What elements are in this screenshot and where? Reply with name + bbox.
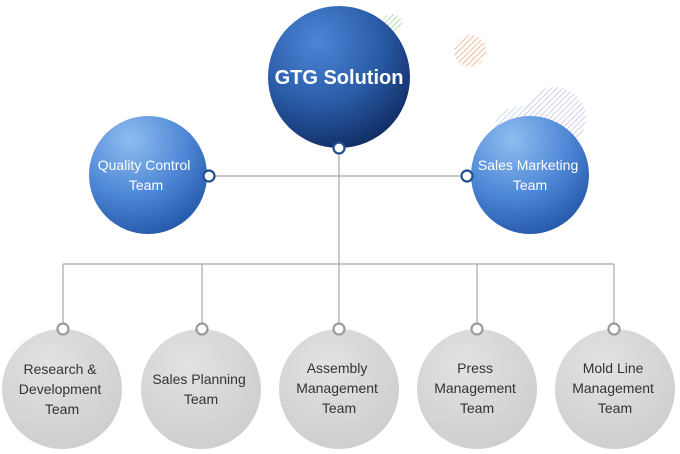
node-research-development-line-3: Team: [45, 401, 79, 417]
connectors: [62, 149, 615, 329]
connection-ports: [56, 141, 621, 336]
svg-text:Sales Planning Team: Sales Planning Team: [152, 371, 249, 407]
node-assembly-management: Assembly Management Team: [279, 329, 399, 449]
port-quality-control: [202, 169, 216, 183]
port-mold-line-management: [607, 322, 621, 336]
svg-text:Quality Control Team: Quality Control Team: [98, 157, 194, 193]
node-press-management-line-2: Management: [434, 380, 516, 396]
svg-text:Sales Marketing Team: Sales Marketing Team: [478, 157, 582, 193]
svg-text:Research & Development: Research & Development Team: [19, 361, 105, 417]
decor-orange-circle: [454, 35, 486, 67]
node-research-development-line-2: Development: [19, 381, 102, 397]
port-assembly-management: [332, 322, 346, 336]
node-mold-line-management-line-3: Team: [598, 400, 632, 416]
node-mold-line-management-line-2: Management: [572, 380, 654, 396]
port-sales-marketing: [460, 169, 474, 183]
node-sales-marketing-line-2: Team: [513, 177, 547, 193]
node-assembly-management-line-2: Management: [296, 380, 378, 396]
node-assembly-management-line-3: Team: [322, 400, 356, 416]
svg-text:Mold Line Management: Mold Line Management Team: [572, 360, 658, 416]
node-mold-line-management: Mold Line Management Team: [555, 329, 675, 449]
port-root: [332, 141, 346, 155]
node-press-management-line-3: Team: [460, 400, 494, 416]
node-quality-control-line-1: Quality Control: [98, 157, 191, 173]
node-research-development-line-1: Research &: [23, 361, 97, 377]
port-press-management: [470, 322, 484, 336]
node-root: GTG Solution: [268, 6, 410, 148]
port-research-development: [56, 322, 70, 336]
node-sales-planning: Sales Planning Team: [141, 329, 261, 449]
node-sales-marketing: Sales Marketing Team: [471, 116, 589, 234]
node-press-management: Press Management Team: [417, 329, 537, 449]
svg-text:Press Management: Press Management Team: [434, 360, 520, 416]
node-research-development: Research & Development Team: [2, 329, 122, 449]
node-quality-control-line-2: Team: [129, 177, 163, 193]
port-sales-planning: [195, 322, 209, 336]
root-title: GTG Solution: [275, 67, 404, 89]
node-quality-control: Quality Control Team: [89, 116, 207, 234]
node-press-management-line-1: Press: [457, 360, 493, 376]
node-sales-planning-line-1: Sales Planning: [152, 371, 245, 387]
node-assembly-management-line-1: Assembly: [307, 360, 368, 376]
node-mold-line-management-line-1: Mold Line: [583, 360, 644, 376]
node-sales-marketing-line-1: Sales Marketing: [478, 157, 578, 173]
svg-text:Assembly Management: Assembly Management Team: [296, 360, 382, 416]
bottom-nodes: Research & Development Team Sales Planni…: [2, 329, 675, 449]
node-sales-planning-line-2: Team: [184, 391, 218, 407]
